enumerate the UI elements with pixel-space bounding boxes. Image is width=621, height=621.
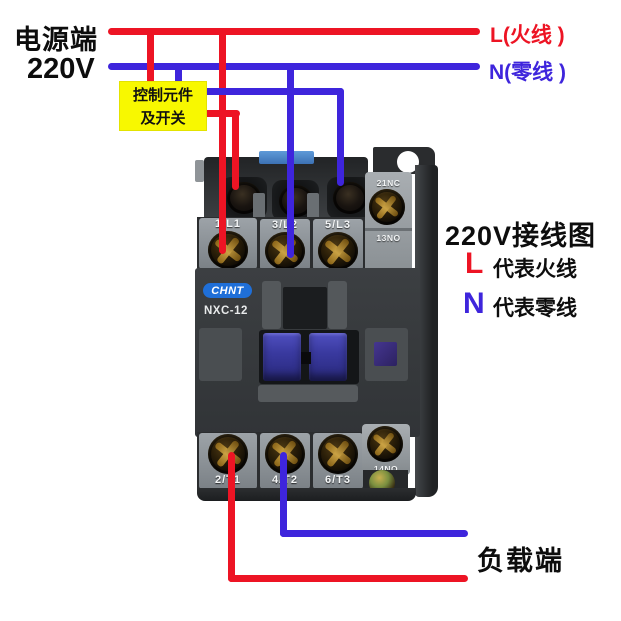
terminal-screw (265, 232, 305, 270)
aux-terminal-label: 14NO (373, 464, 399, 474)
contactor-bottom-edge (197, 488, 416, 501)
load-end-label: 负载端 (477, 546, 564, 576)
terminal-label: 3/L2 (271, 219, 298, 231)
aux-terminal-screw (369, 189, 405, 225)
legend-live-symbol: L (465, 247, 484, 280)
body-bottom-tab (258, 385, 358, 402)
control-element-box: 控制元件 及开关 (119, 81, 207, 131)
contactor-body: CHNT NXC-12 (195, 268, 420, 437)
terminal-label: 6/T3 (324, 474, 351, 486)
center-recess (283, 287, 327, 329)
mounting-hole (397, 151, 419, 173)
terminal-block: 1/L1 (199, 218, 257, 269)
terminal-block: 3/L2 (260, 219, 310, 270)
terminal-divider (253, 193, 265, 219)
coil-terminal-well (327, 177, 372, 219)
model-label: NXC-12 (204, 305, 248, 317)
voltage-label: 220V (27, 53, 95, 85)
contact-clip (263, 333, 301, 381)
wire-control-to-coil-red-h (200, 110, 240, 117)
terminal-screw (318, 232, 358, 270)
legend-neutral-desc: 代表零线 (493, 297, 577, 320)
contactor-right-side (415, 165, 438, 497)
legend-live-desc: 代表火线 (493, 258, 577, 281)
contactor: 1/L1 3/L2 5/L3 21NC 13NO CHNT NXC-12 (195, 147, 441, 502)
label-strip (259, 151, 314, 164)
terminal-block: 6/T3 (313, 433, 363, 489)
power-end-label: 电源端 (14, 25, 98, 55)
brand-logo: CHNT (203, 283, 252, 298)
aux-terminal-label: 13NO (376, 233, 401, 243)
contact-carrier-recess (259, 330, 359, 384)
coil-terminal-screw (332, 182, 367, 214)
terminal-block: 5/L3 (313, 219, 363, 270)
control-box-line1: 控制元件 (132, 87, 193, 104)
wire-live-to-1L1 (219, 28, 226, 254)
body-rib (262, 281, 281, 329)
wire-live-to-control (147, 28, 154, 84)
wire-control-to-coil-blue-h (200, 88, 344, 95)
aux-terminal-label: 21NC (376, 178, 401, 188)
accessory-slot (374, 342, 397, 366)
aux-terminal-screw (367, 426, 403, 462)
terminal-divider (307, 193, 319, 219)
legend-neutral-symbol: N (463, 287, 485, 320)
aux-divider (365, 228, 412, 231)
control-box-line2: 及开关 (140, 110, 186, 127)
terminal-screw (208, 231, 248, 269)
wire-control-to-coil-blue-v (337, 88, 344, 186)
aux-contact-tab-bottom: 14NO (362, 424, 410, 475)
wire-control-to-coil-red-v (232, 110, 239, 190)
wire-neutral-to-control (175, 63, 182, 84)
mounting-ear (195, 160, 204, 182)
coil-terminal-screw (278, 184, 313, 217)
contact-clip (309, 333, 347, 381)
wire-load-neutral-v (280, 452, 287, 537)
wire-load-live-v (228, 452, 235, 582)
body-pad (199, 328, 242, 381)
wire-load-live-h (228, 575, 468, 582)
legend-title: 220V接线图 (445, 221, 597, 251)
clip-connector (301, 352, 311, 364)
terminal-label: 5/L3 (324, 219, 351, 231)
wire-live-rail (108, 28, 480, 35)
terminal-screw (318, 434, 358, 474)
wire-neutral-rail (108, 63, 480, 70)
wire-load-neutral-h (280, 530, 468, 537)
wire-neutral-to-3L2 (287, 63, 294, 258)
neutral-wire-label: N(零线 ) (489, 61, 566, 84)
live-wire-label: L(火线 ) (490, 24, 565, 47)
body-rib (328, 281, 347, 329)
